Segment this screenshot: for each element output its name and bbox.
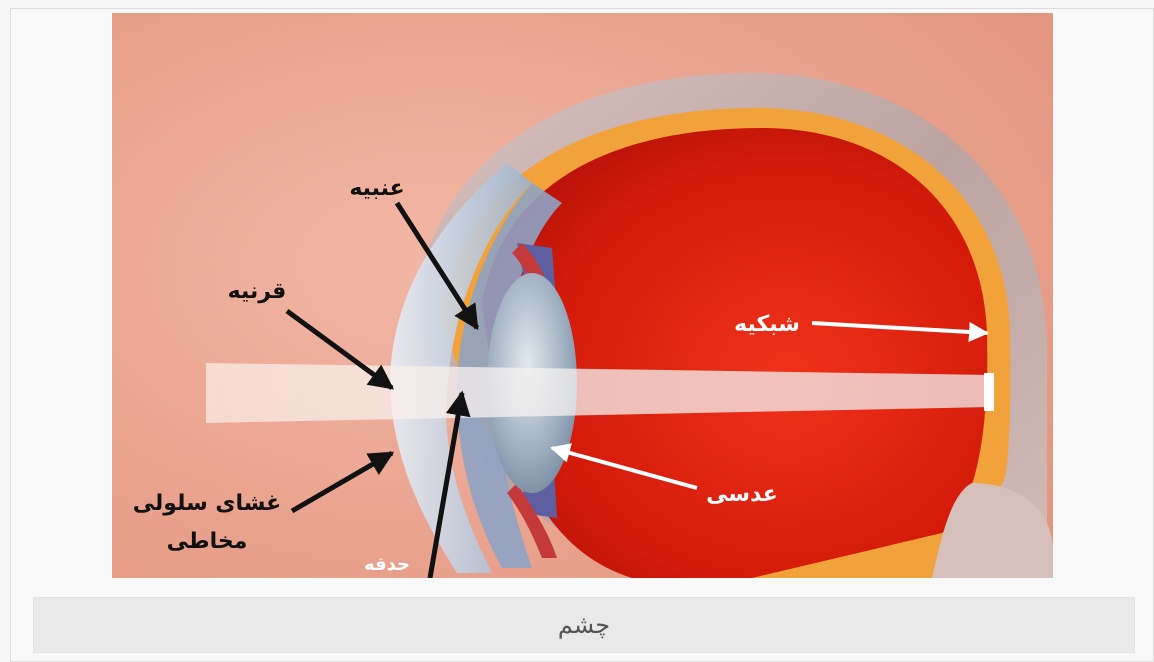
- figure-caption: چشم: [558, 611, 610, 639]
- caption-bar: چشم: [33, 597, 1135, 653]
- label-conjunctiva-line2: مخاطی: [167, 529, 248, 554]
- beam-focus-marker: [984, 373, 994, 411]
- label-retina: شبکیه: [734, 312, 800, 337]
- label-conjunctiva-line1: غشای سلولی: [133, 491, 281, 516]
- label-iris: عنبیه: [349, 176, 404, 201]
- label-pupil: حدقه: [364, 554, 410, 575]
- label-cornea: قرنیه: [228, 279, 287, 304]
- eye-anatomy-diagram: عنبیه قرنیه شبکیه عدسی غشای سلولی مخاطی …: [112, 13, 1053, 578]
- label-lens: عدسی: [706, 482, 778, 507]
